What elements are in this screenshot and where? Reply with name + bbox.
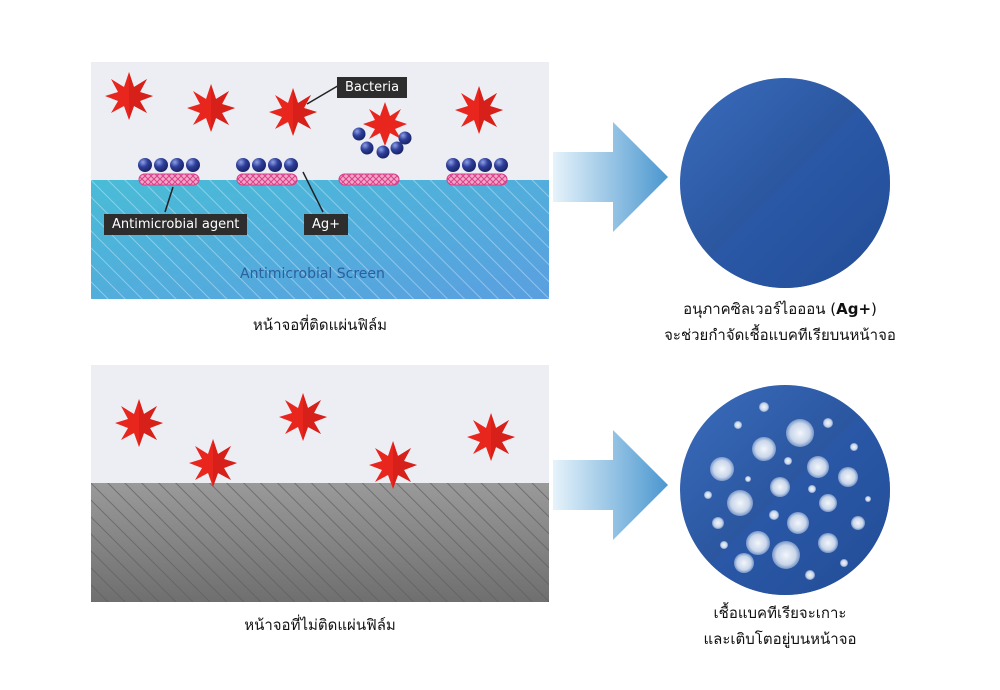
clean-screen-disc: [680, 78, 890, 288]
silver-ion-caption: อนุภาคซิลเวอร์ไอออน (Ag+) จะช่วยกำจัดเชื…: [620, 296, 940, 348]
bacterium: [269, 88, 317, 136]
top-panel-caption: หน้าจอที่ติดแผ่นฟิล์ม: [252, 316, 388, 334]
bacteria-growth-caption: เชื้อแบคทีเรียจะเกาะ และเติบโตอยู่บนหน้า…: [620, 600, 940, 652]
bacteria-spots: [704, 402, 871, 580]
antimicrobial-agent-group: [138, 158, 200, 186]
arrow-right-icon: [553, 430, 668, 540]
agent-leader-line: [164, 186, 174, 213]
bacterium: [105, 72, 153, 120]
bacteria-leader-line: [306, 83, 342, 105]
bacterium: [455, 86, 503, 134]
plain-screen-illustration: [91, 365, 549, 602]
antimicrobial-screen-svg: [91, 62, 549, 299]
contaminated-screen-disc: [680, 385, 890, 595]
ag-leader-line: [302, 171, 324, 213]
arrow-right-icon: [553, 122, 668, 232]
antimicrobial-agent-group: [446, 158, 508, 186]
bacterium: [187, 84, 235, 132]
silver-ion-caption-line1: อนุภาคซิลเวอร์ไอออน (Ag+): [683, 300, 877, 318]
screen-hatching: [91, 180, 549, 299]
bacteria-growth-caption-line2: และเติบโตอยู่บนหน้าจอ: [703, 630, 857, 648]
bacteria-growth-caption-line1: เชื้อแบคทีเรียจะเกาะ: [713, 604, 847, 622]
antimicrobial-screen-illustration: [91, 62, 549, 299]
antimicrobial-screen-label: Antimicrobial Screen: [240, 266, 385, 282]
antimicrobial-agent-group: [236, 158, 298, 186]
antimicrobial-agent-label: Antimicrobial agent: [104, 214, 248, 235]
screen-hatching: [91, 483, 549, 602]
bacterium: [467, 413, 515, 461]
bacteria-label: Bacteria: [337, 77, 408, 98]
bacterium: [189, 439, 237, 487]
bacterium: [279, 393, 327, 441]
ag-ion-label: Ag+: [304, 214, 349, 235]
antimicrobial-agent-group-depleted: [338, 173, 400, 186]
bacterium: [369, 441, 417, 489]
bacterium-attacked: [363, 102, 407, 146]
bottom-panel-caption: หน้าจอที่ไม่ติดแผ่นฟิล์ม: [244, 616, 396, 634]
bacterium: [115, 399, 163, 447]
silver-ion-caption-line2: จะช่วยกำจัดเชื้อแบคทีเรียบนหน้าจอ: [664, 326, 896, 344]
silver-ions-cluster: [352, 127, 412, 159]
plain-screen-svg: [91, 365, 549, 602]
